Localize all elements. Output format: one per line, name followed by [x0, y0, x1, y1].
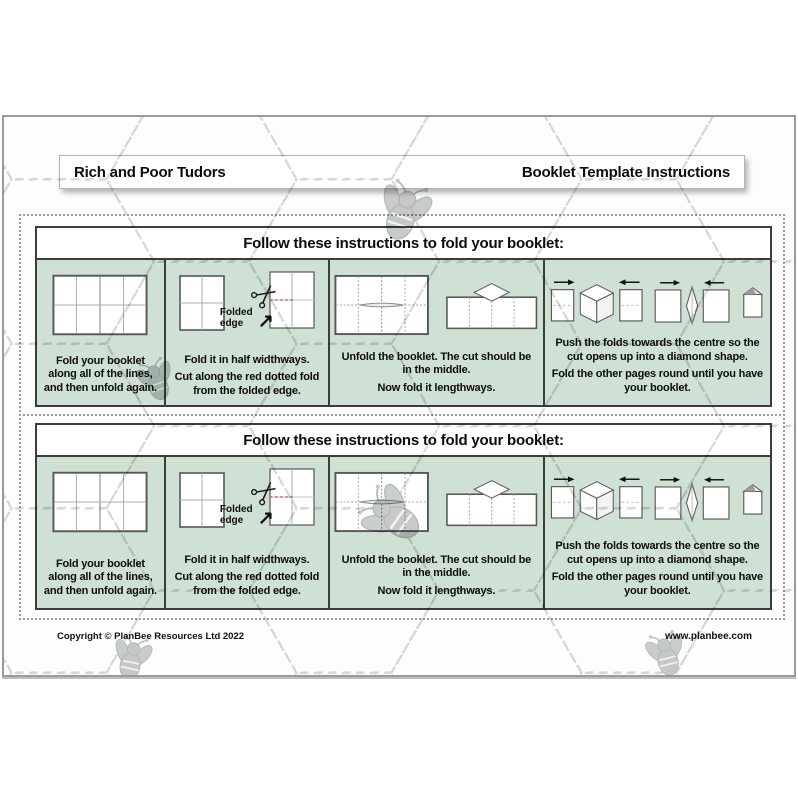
diamond-opening-diagram [654, 476, 730, 523]
worksheet-page: Rich and Poor Tudors Booklet Template In… [2, 115, 796, 677]
lesson-title: Rich and Poor Tudors [74, 163, 226, 181]
instruction-step-4: Push the folds towards the centre so the… [542, 457, 770, 608]
booklet-instructions-panel: Follow these instructions to fold your b… [35, 423, 772, 610]
step-text: Now fold it lengthways. [377, 584, 496, 597]
header-bar: Rich and Poor Tudors Booklet Template In… [59, 155, 745, 189]
folded-edge-label: Folded edge [219, 307, 253, 329]
step-text: Push the folds towards the centre so the… [555, 337, 760, 363]
fold-and-cut-diagram: Folded edge ↗ [172, 268, 322, 350]
panel-steps-row: Fold your booklet along all of the lines… [37, 457, 770, 608]
grid-with-cut-diagram [334, 471, 429, 533]
centre-cut-slit [359, 302, 404, 308]
instruction-step-2: Folded edge ↗ Fold it in half widthways.… [163, 260, 328, 405]
inward-arrows-icon [660, 476, 725, 483]
folded-edge-callout: Folded edge ↗ [219, 307, 274, 332]
step-text: Fold it in half widthways. [184, 553, 310, 566]
push-folds-diagram [550, 279, 643, 324]
step-text: Fold your booklet along all of the lines… [43, 557, 157, 597]
step-text: Unfold the booklet. The cut should be in… [341, 350, 532, 377]
sheet-title: Booklet Template Instructions [521, 163, 730, 181]
panel-title: Follow these instructions to fold your b… [37, 228, 770, 260]
inward-arrows-icon [660, 279, 725, 286]
step-text: Push the folds towards the centre so the… [555, 540, 760, 566]
step-text: Fold the other pages round until you hav… [551, 368, 763, 394]
lengthways-fold-diagram [446, 282, 538, 330]
instruction-step-2: Folded edge ↗ Fold it in half widthways.… [163, 457, 328, 608]
booklet-instructions-panel: Follow these instructions to fold your b… [35, 226, 772, 407]
copyright-text: Copyright © PlanBee Resources Ltd 2022 [57, 631, 245, 642]
lengthways-fold-diagram [446, 479, 538, 527]
grid-with-cut-diagram [334, 274, 429, 336]
cut-guide-divider [19, 414, 785, 416]
instruction-step-3: Unfold the booklet. The cut should be in… [327, 457, 543, 608]
folded-edge-callout: Folded edge ↗ [219, 504, 274, 529]
finished-booklet-diagram [742, 484, 764, 515]
finished-booklet-diagram [742, 287, 764, 318]
unfolded-grid-diagram [52, 274, 148, 336]
centre-cut-slit [359, 499, 404, 505]
push-folds-diagram [550, 476, 643, 521]
step-text: Cut along the red dotted fold from the f… [174, 571, 320, 597]
folded-edge-arrow-icon: ↗ [257, 507, 274, 529]
step-text: Fold it in half widthways. [184, 354, 310, 366]
step-text: Fold the other pages round until you hav… [551, 571, 763, 597]
instruction-step-1: Fold your booklet along all of the lines… [37, 457, 164, 608]
website-text: www.planbee.com [665, 631, 752, 642]
instruction-step-3: Unfold the booklet. The cut should be in… [327, 260, 543, 405]
step-text: Cut along the red dotted fold from the f… [174, 371, 320, 397]
fold-and-cut-diagram: Folded edge ↗ [172, 465, 322, 547]
instruction-step-4: Push the folds towards the centre so the… [542, 260, 770, 405]
instruction-step-1: Fold your booklet along all of the lines… [37, 260, 164, 405]
step-text: Fold your booklet along all of the lines… [43, 354, 157, 394]
step-text: Unfold the booklet. The cut should be in… [341, 553, 532, 580]
folded-edge-label: Folded edge [219, 504, 253, 526]
unfolded-grid-diagram [52, 471, 148, 533]
step-text: Now fold it lengthways. [377, 381, 496, 394]
panel-steps-row: Fold your booklet along all of the lines… [37, 260, 770, 405]
diamond-opening-diagram [654, 279, 730, 326]
folded-edge-arrow-icon: ↗ [257, 310, 274, 332]
panel-title: Follow these instructions to fold your b… [37, 425, 770, 457]
